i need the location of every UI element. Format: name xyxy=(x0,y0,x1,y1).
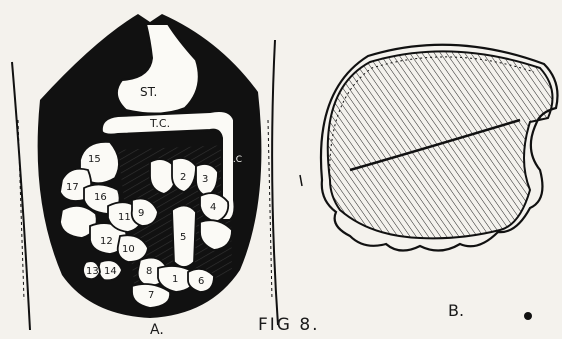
loop-number: 2 xyxy=(180,172,186,183)
label-transverse-colon: T.C. xyxy=(149,117,170,130)
loop-number: 10 xyxy=(122,244,135,255)
ink-dot xyxy=(524,312,532,320)
loop-number: 1 xyxy=(172,274,178,285)
loop-number: 6 xyxy=(198,276,204,287)
loop-number: 12 xyxy=(100,236,113,247)
loop-number: 17 xyxy=(66,182,79,193)
loop-number: 4 xyxy=(210,202,216,213)
loop-number: 5 xyxy=(180,232,186,243)
panel-b: B. xyxy=(300,45,558,320)
panel-a: ST. T.C. D.C 15 17 16 12 11 10 9 8 14 13… xyxy=(12,14,278,338)
loop-number: 16 xyxy=(94,192,107,203)
loop-number: 9 xyxy=(138,208,144,219)
loop-number: 7 xyxy=(148,290,154,301)
ink-mark xyxy=(300,175,302,186)
loop-number: 15 xyxy=(88,154,101,165)
loop-number: 3 xyxy=(202,174,208,185)
label-descending-colon: D.C xyxy=(226,155,242,165)
loop-number: 14 xyxy=(104,266,117,277)
loop-number: 13 xyxy=(86,266,99,277)
loop-number: 8 xyxy=(146,266,152,277)
label-stomach: ST. xyxy=(140,85,157,99)
figure-caption: FIG 8. xyxy=(258,315,320,335)
body-wall-right xyxy=(272,40,278,325)
body-wall-left xyxy=(12,62,30,330)
panel-b-label: B. xyxy=(448,301,464,320)
panel-a-label: A. xyxy=(150,322,164,338)
loop-number: 11 xyxy=(118,212,131,223)
